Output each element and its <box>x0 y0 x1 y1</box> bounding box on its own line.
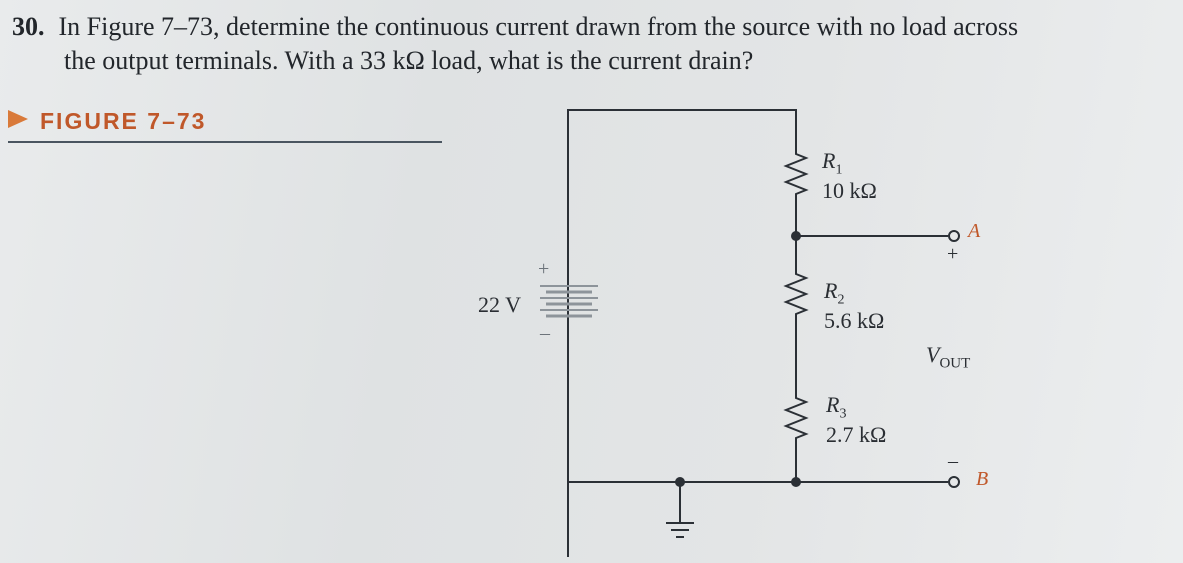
ground-icon <box>666 522 694 538</box>
r1-resistor <box>783 148 809 236</box>
junction-dot <box>791 231 801 241</box>
r2-resistor <box>783 236 809 392</box>
question-number: 30. <box>12 12 45 41</box>
terminal-b-icon <box>948 476 960 488</box>
terminal-b-label: B <box>976 468 989 490</box>
caption-rule <box>8 141 442 143</box>
terminal-a-icon <box>948 230 960 242</box>
terminal-plus-sign: + <box>947 243 959 265</box>
junction-dot <box>675 477 685 487</box>
figure-caption-text: FIGURE 7–73 <box>40 108 207 134</box>
question-line-1: 30. In Figure 7–73, determine the continu… <box>12 10 1172 44</box>
r3-name-label: R3 <box>826 392 847 422</box>
r2-name-label: R2 <box>824 278 845 308</box>
terminal-minus-sign: – <box>948 450 958 472</box>
figure-caption: FIGURE 7–73 <box>8 108 206 135</box>
r1-name-label: R1 <box>822 148 843 178</box>
battery-icon <box>540 285 598 318</box>
source-plus-sign: + <box>538 258 550 280</box>
terminal-a-label: A <box>968 220 981 242</box>
r3-value-label: 2.7 kΩ <box>826 422 887 447</box>
r2-value-label: 5.6 kΩ <box>824 308 885 333</box>
vout-label: VOUT <box>926 342 971 372</box>
question-line-2: the output terminals. With a 33 kΩ load,… <box>64 46 754 75</box>
source-voltage-label: 22 V <box>478 292 521 317</box>
source-minus-sign: – <box>540 322 550 344</box>
caption-arrow-icon <box>8 110 28 128</box>
left-and-top-wire <box>567 109 797 557</box>
r3-resistor <box>783 392 809 482</box>
junction-dot <box>791 477 801 487</box>
question-text: 30. In Figure 7–73, determine the continu… <box>12 10 1172 78</box>
r1-value-label: 10 kΩ <box>822 178 877 203</box>
question-line-1-text: In Figure 7–73, determine the continuous… <box>58 12 1019 41</box>
